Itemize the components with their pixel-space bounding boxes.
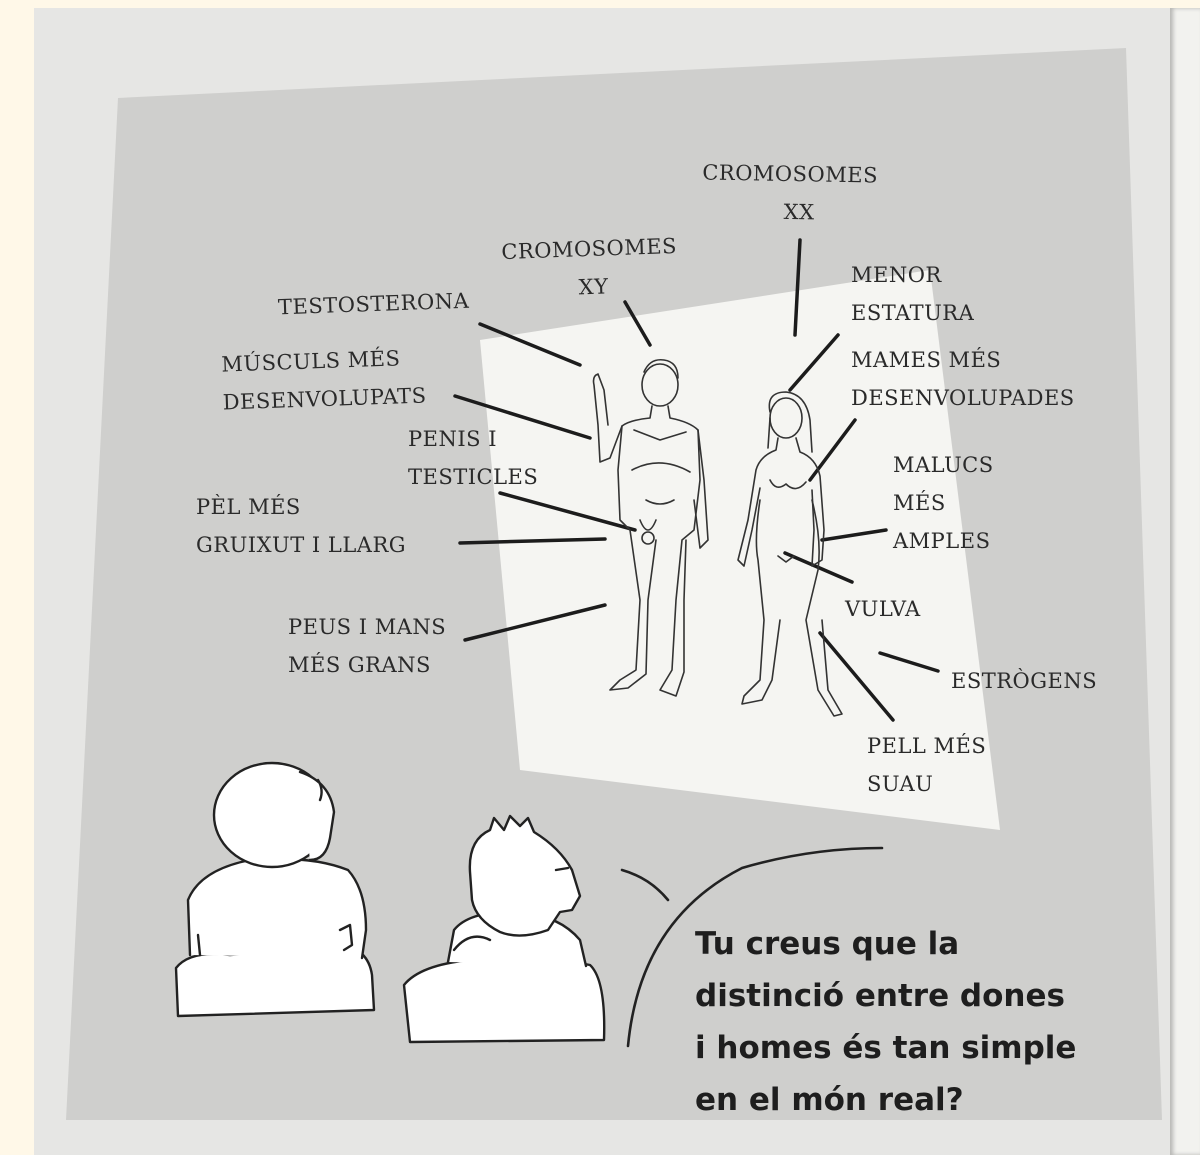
label-line: TESTOSTERONA: [277, 288, 470, 320]
label-malucs: MALUCS MÉS AMPLES: [893, 446, 994, 560]
label-line: MAMES MÉS: [851, 348, 1002, 372]
label-line: PEUS I MANS: [288, 615, 447, 639]
speech-bubble-outline: [626, 846, 884, 1048]
leader-malucs: [820, 528, 888, 542]
label-line: PÈL MÉS: [196, 495, 301, 519]
label-line: CROMOSOMES: [702, 160, 879, 188]
leader-lines: [453, 238, 940, 722]
label-line: GRUIXUT I LLARG: [196, 533, 407, 557]
label-peus: PEUS I MANS MÉS GRANS: [288, 608, 446, 684]
label-penis: PENIS I TESTICLES: [408, 420, 538, 496]
leader-muscles: [453, 394, 592, 440]
label-vulva: VULVA: [845, 590, 921, 628]
label-testosterona: TESTOSTERONA: [277, 282, 470, 327]
label-line: MÉS: [893, 491, 946, 515]
leader-testosterona: [478, 322, 582, 367]
label-mames: MAMES MÉS DESENVOLUPADES: [851, 341, 1075, 417]
label-musculs: MÚSCULS MÉS DESENVOLUPATS: [221, 338, 427, 421]
page-edge: [1170, 8, 1200, 1155]
speech-bubble-text: Tu creus que la distinció entre dones i …: [695, 918, 1076, 1126]
label-line: TESTICLES: [408, 465, 539, 489]
leader-estrogens: [878, 651, 940, 673]
leader-penis: [498, 491, 637, 532]
label-line: XX: [783, 199, 815, 225]
label-cromosomes-xx: CROMOSOMES XX: [701, 153, 878, 232]
leader-estatura: [788, 333, 840, 392]
label-line: MENOR: [851, 263, 942, 287]
leader-peus: [463, 603, 607, 642]
label-pel: PÈL MÉS GRUIXUT I LLARG: [196, 488, 406, 564]
label-line: VULVA: [845, 597, 921, 621]
label-pell: PELL MÉS SUAU: [867, 727, 986, 803]
label-line: MALUCS: [893, 453, 994, 477]
label-line: AMPLES: [893, 529, 991, 553]
label-line: ESTRÒGENS: [951, 669, 1098, 693]
caption-line: en el món real?: [695, 1082, 964, 1118]
label-line: DESENVOLUPATS: [222, 383, 427, 415]
leader-xy: [623, 300, 652, 347]
label-line: PENIS I: [408, 427, 497, 451]
label-line: PELL MÉS: [867, 734, 987, 758]
label-line: XY: [578, 274, 609, 300]
label-line: DESENVOLUPADES: [851, 386, 1075, 410]
speech-bubble-tail: [620, 868, 670, 902]
audience-person-2: [402, 814, 606, 1044]
caption-line: i homes és tan simple: [695, 1030, 1077, 1066]
label-line: ESTATURA: [851, 301, 975, 325]
label-line: SUAU: [867, 772, 934, 796]
caption-line: distinció entre dones: [695, 978, 1065, 1014]
male-figure: [592, 358, 709, 697]
label-estrogens: ESTRÒGENS: [951, 662, 1097, 700]
leader-pel: [458, 537, 607, 545]
leader-pell: [818, 631, 895, 722]
label-estatura: MENOR ESTATURA: [851, 256, 974, 332]
caption-line: Tu creus que la: [695, 926, 960, 962]
audience-person-1: [174, 761, 376, 1018]
label-line: CROMOSOMES: [500, 233, 678, 265]
label-line: MÉS GRANS: [288, 653, 431, 677]
female-figure: [737, 391, 843, 717]
label-cromosomes-xy: CROMOSOMES XY: [501, 227, 679, 309]
leader-xx: [793, 238, 802, 337]
